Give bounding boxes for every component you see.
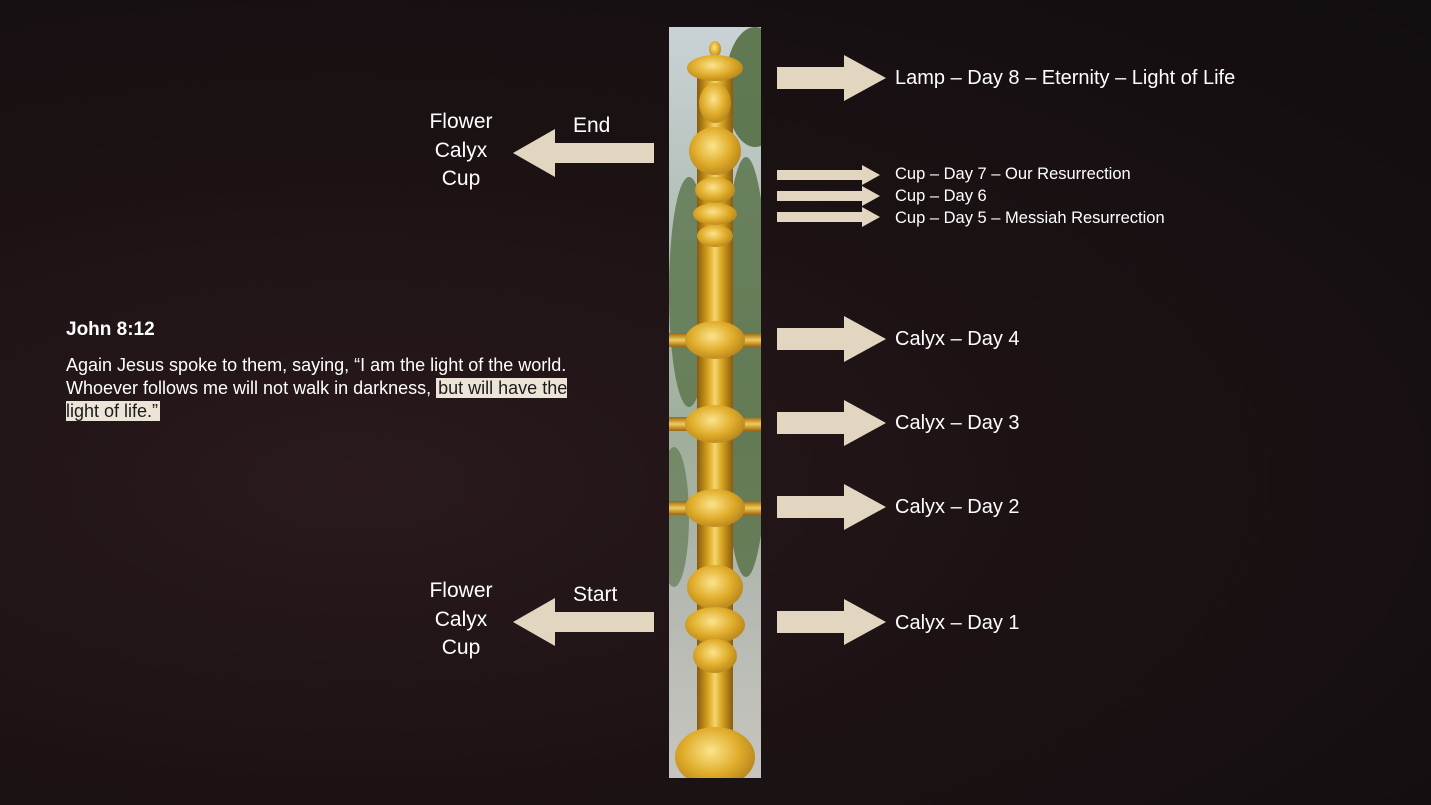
- end-left-arrow: [513, 129, 654, 177]
- calyx2-right-arrow: [777, 484, 886, 530]
- start-caption: Start: [573, 583, 618, 606]
- calyx3-right-arrow: [777, 400, 886, 446]
- lamp-label: Lamp – Day 8 – Eternity – Light of Life: [895, 67, 1236, 89]
- calyx3-label: Calyx – Day 3: [895, 412, 1020, 434]
- start-left-arrow: [513, 598, 654, 646]
- end-stack-label: Flower Calyx Cup: [413, 108, 509, 194]
- scripture-text-plain: Again Jesus spoke to them, saying, “I am…: [66, 355, 567, 398]
- end-calyx-label: Calyx: [434, 138, 488, 162]
- end-flower-label: Flower: [429, 110, 493, 133]
- calyx4-label: Calyx – Day 4: [895, 328, 1020, 350]
- lamp-right-arrow: [777, 55, 886, 101]
- cup7-right-arrow: [777, 165, 880, 185]
- scripture-text: Again Jesus spoke to them, saying, “I am…: [66, 354, 586, 423]
- cup7-label: Cup – Day 7 – Our Resurrection: [895, 165, 1131, 183]
- cup6-right-arrow: [777, 186, 880, 206]
- start-flower-label: Flower: [429, 579, 493, 602]
- start-cup-label: Cup: [441, 636, 481, 659]
- calyx4-right-arrow: [777, 316, 886, 362]
- calyx1-label: Calyx – Day 1: [895, 612, 1020, 634]
- golden-lampstand-photo: [669, 27, 761, 778]
- cup6-label: Cup – Day 6: [895, 187, 987, 205]
- scripture-block: John 8:12 Again Jesus spoke to them, say…: [66, 318, 586, 423]
- calyx1-right-arrow: [777, 599, 886, 645]
- cup5-label: Cup – Day 5 – Messiah Resurrection: [895, 209, 1165, 227]
- start-calyx-label: Calyx: [434, 607, 488, 631]
- end-cup-label: Cup: [441, 167, 481, 190]
- calyx2-label: Calyx – Day 2: [895, 496, 1020, 518]
- end-caption: End: [573, 114, 611, 137]
- cup5-right-arrow: [777, 207, 880, 227]
- scripture-reference: John 8:12: [66, 319, 155, 340]
- start-stack-label: Flower Calyx Cup: [413, 577, 509, 663]
